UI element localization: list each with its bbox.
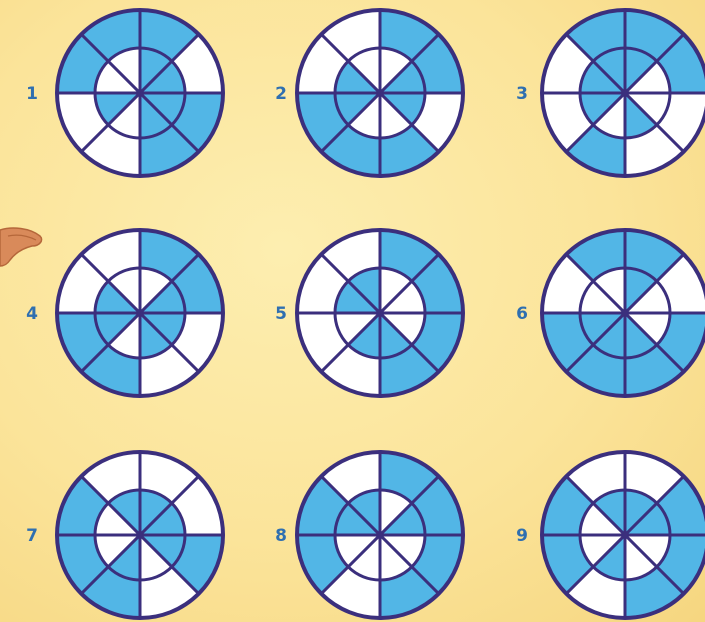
puzzle-4: 4: [26, 230, 223, 396]
puzzle-number: 6: [516, 304, 528, 324]
puzzle-number: 3: [516, 84, 528, 104]
center-dot: [622, 310, 628, 316]
puzzle-7: 7: [26, 452, 223, 618]
center-dot: [622, 90, 628, 96]
center-dot: [377, 310, 383, 316]
center-dot: [622, 532, 628, 538]
puzzle-1: 1: [26, 10, 223, 176]
puzzle-3: 3: [516, 10, 705, 176]
puzzle-6: 6: [516, 230, 705, 396]
puzzle-5: 5: [275, 230, 463, 396]
puzzle-number: 9: [516, 526, 528, 546]
puzzle-number: 7: [26, 526, 38, 546]
puzzle-2: 2: [275, 10, 463, 176]
center-dot: [377, 90, 383, 96]
puzzle-number: 2: [275, 84, 287, 104]
center-dot: [137, 532, 143, 538]
puzzle-number: 5: [275, 304, 287, 324]
hand-illustration: [0, 222, 50, 282]
puzzle-9: 9: [516, 452, 705, 618]
center-dot: [377, 532, 383, 538]
center-dot: [137, 90, 143, 96]
center-dot: [137, 310, 143, 316]
puzzle-number: 4: [26, 304, 38, 324]
puzzle-number: 8: [275, 526, 287, 546]
puzzle-number: 1: [26, 84, 38, 104]
puzzle-8: 8: [275, 452, 463, 618]
